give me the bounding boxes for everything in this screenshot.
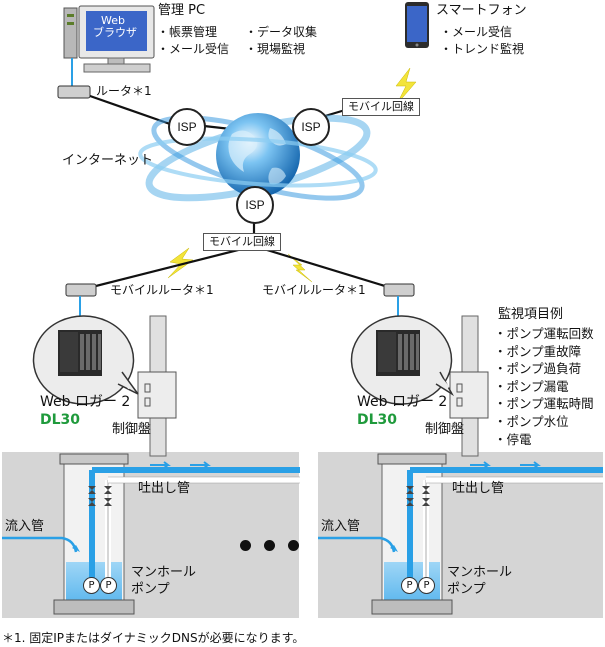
list-item: ・ポンプ運転時間 xyxy=(494,396,594,412)
pump-label: ポンプ xyxy=(131,582,170,597)
footnote: ＊1. 固定IPまたはダイナミックDNSが必要になります。 xyxy=(2,631,305,645)
pc-icon xyxy=(63,5,155,73)
isp-node: ISP xyxy=(236,186,274,224)
list-item: ・トレンド監視 xyxy=(440,42,525,56)
list-item: ・メール受信 xyxy=(157,42,230,56)
pump-label: ポンプ xyxy=(447,582,486,597)
list-item: ・ポンプ漏電 xyxy=(494,378,569,394)
smartphone-functions: ・メール受信 ・トレンド監視 xyxy=(440,24,524,58)
list-item: ・現場監視 xyxy=(245,42,306,56)
mobile-line-label: モバイル回線 xyxy=(203,233,281,251)
pc-title: 管理 PC xyxy=(158,3,206,18)
list-item: ・メール受信 xyxy=(440,25,513,39)
mobile-router-box xyxy=(65,283,97,297)
internet-globe-icon xyxy=(138,113,378,202)
logger-bubble-left xyxy=(32,315,139,405)
ellipsis-dots-icon xyxy=(240,536,312,555)
pc-functions-right: ・データ収集 ・現場監視 xyxy=(245,24,317,58)
pump-icon: P xyxy=(100,577,117,594)
mobile-router-box xyxy=(383,283,415,297)
isp-node: ISP xyxy=(168,108,206,146)
monitoring-title: 監視項目例 xyxy=(498,307,564,322)
flow-arrow-icon xyxy=(150,461,171,469)
inflow-pipe-label: 流入管 xyxy=(321,519,361,534)
list-item: ・ポンプ重故障 xyxy=(494,343,582,359)
pump-icon: P xyxy=(418,577,435,594)
manhole-label: マンホール xyxy=(131,565,197,580)
wireless-bolt-icon xyxy=(287,253,313,283)
monitoring-items: ・ポンプ運転回数 ・ポンプ重故障 ・ポンプ過負荷 ・ポンプ漏電 ・ポンプ運転時間… xyxy=(494,325,594,448)
list-item: ・ポンプ運転回数 xyxy=(494,326,594,341)
wireless-bolt-icon xyxy=(167,247,194,279)
control-panel-label: 制御盤 xyxy=(112,422,152,437)
smartphone-icon xyxy=(405,2,429,48)
flow-arrow-icon xyxy=(190,461,211,469)
list-item: ・停電 xyxy=(494,431,532,447)
control-panel-left xyxy=(137,371,177,419)
pump-icon: P xyxy=(83,577,100,594)
router-label: ルータ＊1 xyxy=(96,84,152,98)
flow-arrow-icon xyxy=(520,461,541,469)
inflow-pipe-label: 流入管 xyxy=(5,519,45,534)
mobile-line-label: モバイル回線 xyxy=(342,98,420,116)
control-panel-label: 制御盤 xyxy=(425,422,465,437)
smartphone-title: スマートフォン xyxy=(436,3,527,18)
isp-node: ISP xyxy=(292,108,330,146)
list-item: ・ポンプ水位 xyxy=(494,413,569,429)
logger-label: Web ロガー 2 xyxy=(40,394,131,410)
discharge-pipe-label: 吐出し管 xyxy=(138,481,191,496)
discharge-pipe-label: 吐出し管 xyxy=(452,481,505,496)
list-item: ・ポンプ過負荷 xyxy=(494,361,582,377)
pc-functions-left: ・帳票管理 ・メール受信 xyxy=(157,24,229,58)
pump-icon: P xyxy=(401,577,418,594)
logger-model: DL30 xyxy=(40,412,81,428)
router-box xyxy=(57,85,91,99)
flow-arrow-icon xyxy=(470,461,491,469)
manhole-label: マンホール xyxy=(447,565,513,580)
pc-screen-web: Web xyxy=(101,14,125,27)
logger-model: DL30 xyxy=(357,412,398,428)
logger-bubble-right xyxy=(350,315,455,405)
mobile-router-label: モバイルルータ＊1 xyxy=(110,283,214,297)
list-item: ・帳票管理 xyxy=(157,25,218,39)
list-item: ・データ収集 xyxy=(245,25,318,39)
mobile-router-label: モバイルルータ＊1 xyxy=(262,283,366,297)
internet-label: インターネット xyxy=(62,153,154,168)
pc-screen-browser: ブラウザ xyxy=(93,26,137,39)
logger-label: Web ロガー 2 xyxy=(357,394,448,410)
control-panel-right xyxy=(449,371,489,419)
